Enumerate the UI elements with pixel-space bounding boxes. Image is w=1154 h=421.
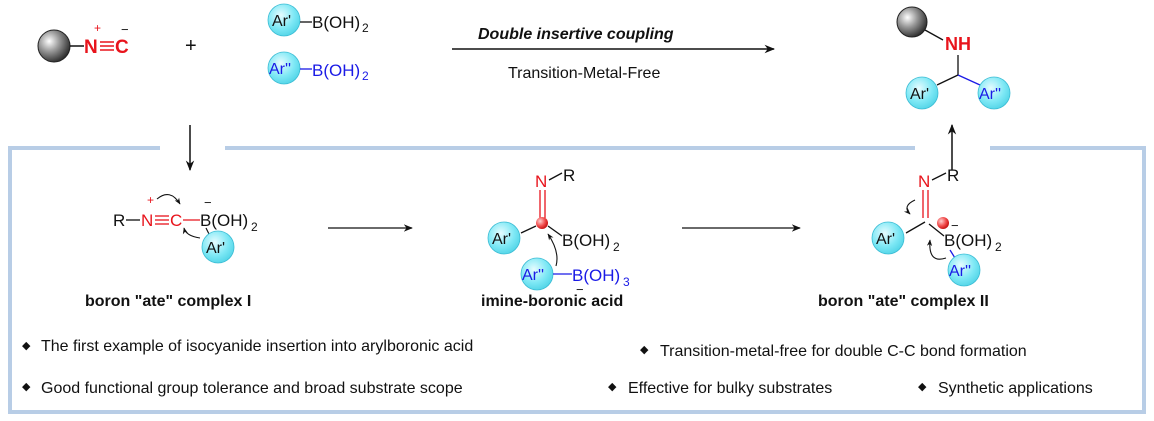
svg-text:Ar': Ar'	[206, 240, 225, 257]
bullet-item: ◆ Effective for bulky substrates	[608, 380, 832, 397]
svg-text:N: N	[918, 172, 930, 191]
svg-text:+: +	[147, 193, 154, 207]
svg-text:N: N	[141, 211, 153, 230]
svg-text:B(OH): B(OH)	[562, 231, 610, 250]
arylboronic-acid-2: Ar'' B(OH) 2	[267, 51, 369, 85]
bullet-item: ◆ The first example of isocyanide insert…	[22, 338, 473, 355]
boron-ate-complex-2: N R Ar' B(OH) 2 − Ar'' boron "ate" compl…	[818, 166, 1002, 310]
svg-text:B(OH): B(OH)	[572, 266, 620, 285]
svg-text:3: 3	[623, 275, 630, 289]
ar2-boron: B(OH)	[312, 61, 360, 80]
product-ar2: Ar''	[979, 86, 1001, 103]
product: NH Ar' Ar''	[896, 6, 1011, 110]
aryl-ring-icon	[267, 3, 301, 37]
aryl-ring-icon	[871, 221, 905, 255]
svg-text:◆: ◆	[918, 381, 927, 393]
svg-text:2: 2	[613, 240, 620, 254]
svg-text:2: 2	[995, 240, 1002, 254]
ar1-boron: B(OH)	[312, 13, 360, 32]
ar2-label: Ar''	[269, 61, 291, 78]
arrow-label: Double insertive coupling	[478, 26, 674, 43]
svg-text:◆: ◆	[608, 381, 617, 393]
bullet-item: ◆ Transition-metal-free for double C-C b…	[640, 343, 1027, 360]
complex1-label: boron "ate" complex I	[85, 293, 251, 310]
reactive-carbon-icon	[937, 217, 949, 229]
svg-text:Ar'': Ar''	[522, 267, 544, 284]
aryl-ring-icon	[947, 253, 981, 287]
svg-text:Ar'': Ar''	[949, 263, 971, 280]
svg-text:C: C	[170, 211, 182, 230]
svg-text:Synthetic applications: Synthetic applications	[938, 380, 1093, 397]
arylboronic-acid-1: Ar' B(OH) 2	[267, 3, 369, 37]
svg-text:Good functional group toleranc: Good functional group tolerance and broa…	[41, 380, 463, 397]
isocyanide-c: C	[115, 37, 129, 58]
svg-text:The first example of isocyanid: The first example of isocyanide insertio…	[41, 338, 473, 355]
feature-list: ◆ The first example of isocyanide insert…	[22, 338, 1093, 397]
svg-text:N: N	[535, 172, 547, 191]
isocyanide-c-charge: −	[121, 22, 129, 37]
bullet-item: ◆ Synthetic applications	[918, 380, 1093, 397]
svg-text:B(OH): B(OH)	[200, 211, 248, 230]
svg-text:−: −	[204, 195, 212, 210]
svg-text:B(OH): B(OH)	[944, 231, 992, 250]
imine-boronic-acid: N R Ar' B(OH) 2 Ar'' B(OH) 3 − imine-bor…	[481, 166, 630, 310]
bullet-item: ◆ Good functional group tolerance and br…	[22, 380, 463, 397]
svg-text:−: −	[576, 282, 584, 297]
svg-text:2: 2	[362, 69, 369, 83]
isocyanide-n: N	[84, 37, 98, 58]
svg-text:◆: ◆	[640, 344, 649, 356]
svg-text:◆: ◆	[22, 381, 31, 393]
svg-text:−: −	[951, 218, 959, 233]
complex2-label: boron "ate" complex II	[818, 293, 989, 310]
top-reaction-arrow: Double insertive coupling Transition-Met…	[452, 26, 776, 82]
imine-label: imine-boronic acid	[481, 293, 623, 310]
reactive-carbon-icon	[536, 217, 548, 229]
mechanism-frame	[8, 146, 1146, 414]
aryl-ring-icon	[487, 221, 521, 255]
isocyanide-reactant: N + C −	[37, 21, 129, 63]
isocyanide-n-charge: +	[94, 21, 101, 35]
ar1-label: Ar'	[272, 13, 291, 30]
svg-text:Ar': Ar'	[492, 231, 511, 248]
aryl-ring-icon	[201, 230, 235, 264]
boron-ate-complex-1: R N + C B(OH) 2 − Ar' boron "ate" comple…	[85, 193, 258, 310]
resin-ball-icon	[37, 29, 71, 63]
resin-ball-icon	[896, 6, 928, 38]
svg-text:2: 2	[251, 220, 258, 234]
arrow-condition: Transition-Metal-Free	[508, 65, 660, 82]
svg-text:◆: ◆	[22, 340, 31, 352]
aryl-ring-icon	[905, 76, 939, 110]
svg-text:Effective for bulky substrates: Effective for bulky substrates	[628, 380, 832, 397]
svg-text:Ar': Ar'	[876, 231, 895, 248]
aryl-ring-icon	[977, 76, 1011, 110]
product-nh: NH	[945, 34, 971, 54]
plus-sign: +	[185, 35, 197, 57]
svg-text:Transition-metal-free for doub: Transition-metal-free for double C-C bon…	[660, 343, 1027, 360]
product-ar1: Ar'	[910, 86, 929, 103]
aryl-ring-icon	[267, 51, 301, 85]
svg-text:R: R	[113, 211, 125, 230]
svg-text:R: R	[947, 166, 959, 185]
svg-text:2: 2	[362, 21, 369, 35]
svg-text:R: R	[563, 166, 575, 185]
